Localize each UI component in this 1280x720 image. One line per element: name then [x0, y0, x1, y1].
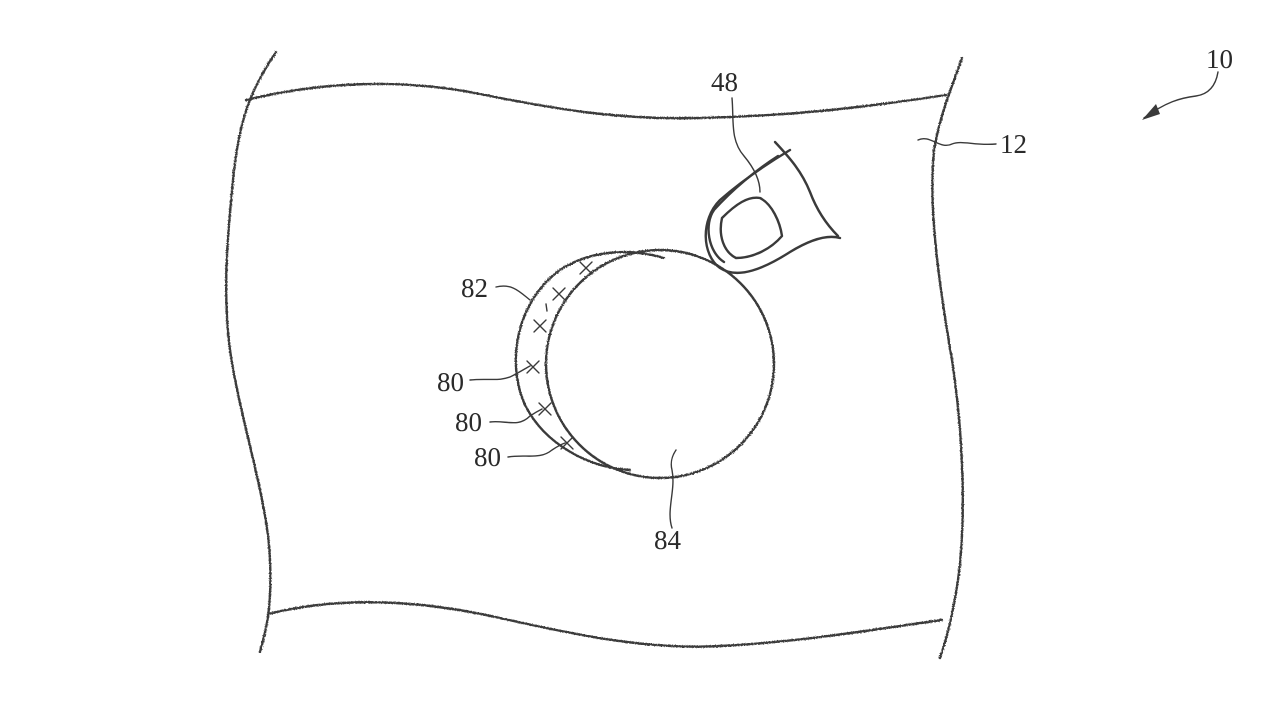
- leader-80-c: [507, 442, 566, 458]
- leader-10-arrow: [1143, 71, 1219, 119]
- marker-x: [560, 436, 574, 450]
- label-surface: 12: [1000, 129, 1027, 159]
- ring-region: [514, 250, 666, 472]
- marker-x: [579, 261, 593, 275]
- sensor-markers: [526, 261, 593, 450]
- sheet-right-edge: [931, 56, 964, 660]
- surface-sheet: [224, 50, 964, 660]
- sheet-bottom-edge: [266, 601, 944, 648]
- leader-80-a: [469, 365, 531, 381]
- leader-10-arrowhead: [1142, 104, 1160, 120]
- finger: [704, 140, 842, 274]
- finger-right-edge: [773, 140, 840, 238]
- marker-x: [526, 360, 540, 374]
- label-finger: 48: [711, 67, 738, 97]
- label-marker-1: 80: [437, 367, 464, 397]
- label-region: 82: [461, 273, 488, 303]
- label-marker-2: 80: [455, 407, 482, 437]
- main-circle: [544, 248, 776, 480]
- leader-82: [495, 285, 531, 301]
- sheet-top-edge: [244, 82, 948, 120]
- marker-dot: [545, 303, 548, 312]
- ring-outer-arc: [514, 250, 666, 472]
- label-marker-3: 80: [474, 442, 501, 472]
- label-circle: 84: [654, 525, 682, 555]
- leader-84: [669, 449, 677, 529]
- marker-x: [552, 287, 566, 301]
- finger-inner-outline: [707, 154, 780, 264]
- fingernail: [719, 196, 784, 260]
- reference-labels: 10 12 48 82 80 80 80 84: [437, 44, 1233, 555]
- leader-lines: [469, 71, 1219, 529]
- marker-x: [533, 319, 547, 333]
- sheet-left-edge: [224, 50, 278, 654]
- leader-80-b: [489, 408, 543, 424]
- leader-48: [731, 97, 761, 193]
- leader-12: [917, 137, 997, 147]
- marker-x: [538, 402, 552, 416]
- label-device: 10: [1206, 44, 1233, 74]
